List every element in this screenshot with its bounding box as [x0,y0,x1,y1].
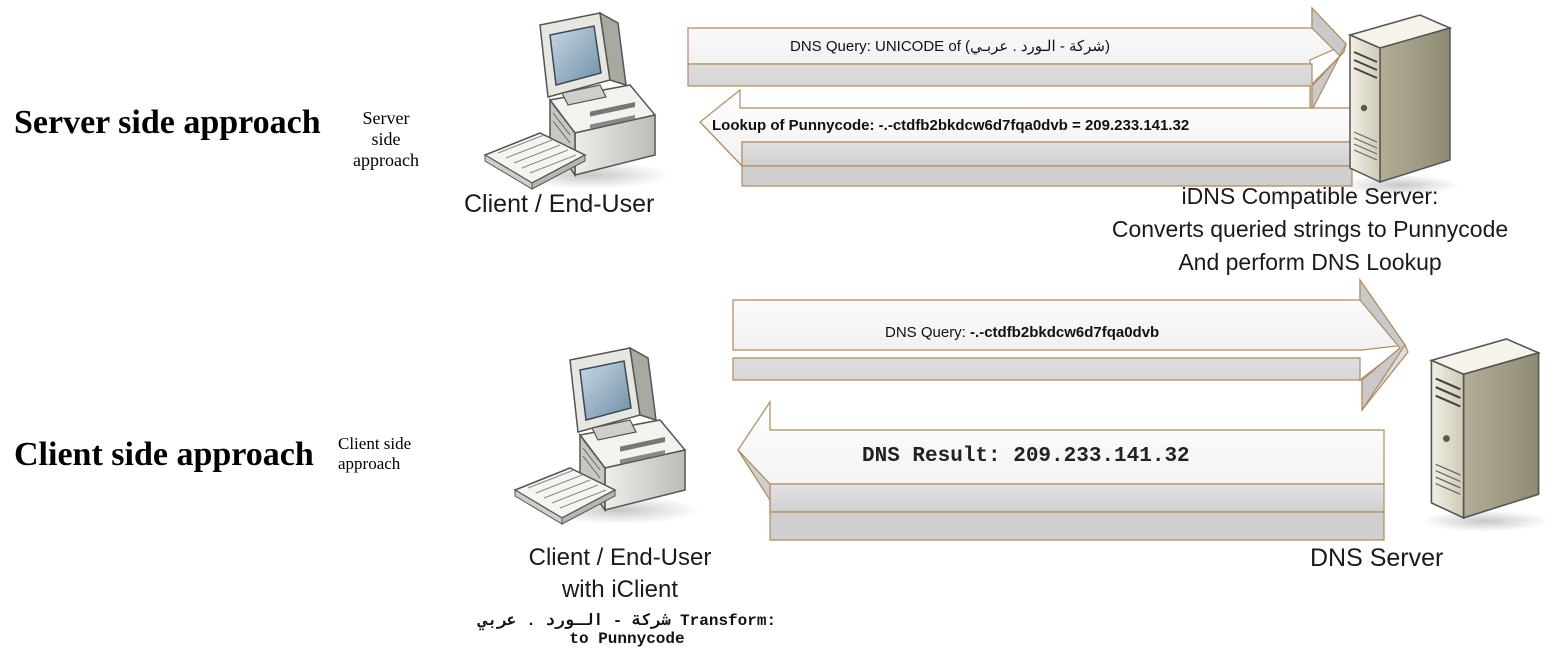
transform-label: Transform: [680,612,777,630]
client-caption: Client / End-User [464,190,655,218]
iclient-caption-line: Client / End-User [528,544,712,571]
transform-note: شركة - الـورد . عربي Transform: to Punny… [462,610,792,648]
server-caption-line: iDNS Compatible Server: [1181,183,1439,209]
dns-result-label: DNS Result: 209.233.141.32 [862,445,1190,468]
desktop-computer-icon [514,347,701,525]
dns-query-punycode-label: DNS Query: -.-ctdfb2bkdcw6d7fqa0dvb [885,324,1159,341]
client-side-heading: Client side approach [14,436,314,473]
server-side-small-heading: Server side approach [346,108,426,172]
transform-arabic: شركة - الـورد . عربي [477,612,671,630]
small-heading-line: side [371,129,401,150]
dns-query-prefix: DNS Query: [885,324,971,341]
client-side-small-heading: Client side approach [338,434,411,474]
dns-server-caption: DNS Server [1310,544,1444,572]
iclient-caption: Client / End-User with iClient [470,542,770,606]
dns-query-text: DNS Query: UNICODE of [790,38,961,55]
dns-query-label: DNS Query: UNICODE of (شركة - الـورد . ع… [790,37,1110,55]
small-heading-line: approach [353,150,419,171]
result-arrow-left-client-side [737,400,1385,541]
iclient-caption-line: with iClient [561,576,679,603]
server-caption-line: And perform DNS Lookup [1178,249,1442,275]
desktop-computer-icon [484,12,671,190]
server-caption-line: Converts queried strings to Punnycode [1111,216,1509,242]
tower-server-icon [1339,14,1461,196]
tower-server-icon [1419,337,1551,533]
small-heading-line: approach [338,454,401,474]
dns-query-value: -.-ctdfb2bkdcw6d7fqa0dvb [970,324,1160,341]
query-arrow-right-client-side [732,278,1409,412]
small-heading-line: Server [362,108,410,128]
small-heading-line: Client side [338,434,412,453]
server-caption: iDNS Compatible Server: Converts queried… [1070,180,1550,279]
lookup-label: Lookup of Punnycode: -.-ctdfb2bkdcw6d7fq… [712,117,1190,134]
lookup-arrow-left-server-side [699,88,1353,187]
transform-line: شركة - الـورد . عربي Transform: [462,610,792,630]
transform-suffix: to Punnycode [569,630,685,648]
dns-query-arabic: (شركة - الـورد . عربـي) [965,38,1111,55]
query-arrow-right-server-side [687,6,1348,111]
server-side-heading: Server side approach [14,104,321,141]
